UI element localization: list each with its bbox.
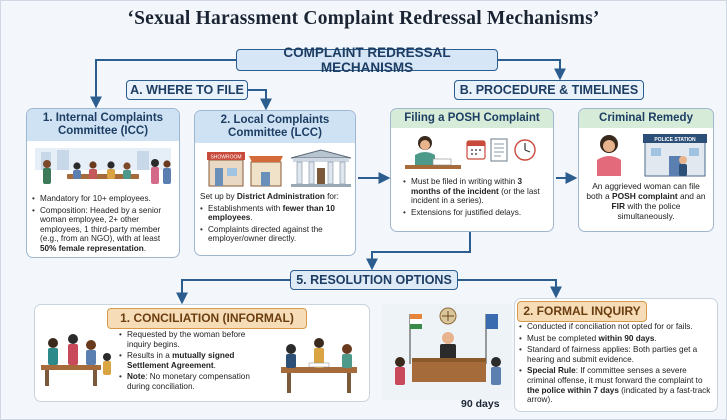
- settlement-meeting-illustration: [281, 338, 357, 393]
- icc-card: 1. Internal Complaints Committee (ICC) M…: [26, 108, 180, 258]
- formal-inquiry-panel: 2. FORMAL INQUIRY Conducted if conciliat…: [514, 298, 718, 412]
- woman-writing-illustration: [405, 136, 536, 169]
- lcc-intro: Set up by District Administration for:: [200, 192, 339, 201]
- formal-inquiry-bullets: Conducted if conciliation not opted for …: [519, 322, 717, 405]
- lcc-bullet: Complaints directed against the employer…: [200, 225, 350, 244]
- formal-inquiry-bullet: Special Rule: If committee senses a seve…: [519, 366, 717, 404]
- shop-icon: [249, 156, 283, 187]
- conciliation-bullet: Requested by the woman before inquiry be…: [119, 330, 267, 349]
- lcc-bullet: Establishments with fewer than 10 employ…: [200, 204, 350, 223]
- clock-icon: [514, 139, 536, 161]
- shop-sign-text: SHOWROOM: [210, 155, 241, 161]
- conciliation-bullet: Results in a mutually signed Settlement …: [119, 351, 267, 370]
- document-icon: [490, 138, 508, 162]
- formal-inquiry-bullet: Conducted if conciliation not opted for …: [519, 322, 717, 332]
- formal-inquiry-bullet: Must be completed within 90 days.: [519, 334, 717, 344]
- filing-bullet: Extensions for justified delays.: [403, 208, 547, 218]
- icc-bullet: Mandatory for 10+ employees.: [32, 194, 174, 204]
- court-icon: [290, 149, 352, 187]
- lcc-title: 2. Local Complaints Committee (LCC): [195, 111, 355, 143]
- arrow-resolution-to-conciliation: [176, 279, 290, 305]
- criminal-remedy-card: Criminal Remedy POLICE STATION An aggrie…: [578, 108, 714, 232]
- arrow-main-to-b: [498, 59, 566, 81]
- filing-title: Filing a POSH Complaint: [391, 109, 553, 128]
- calendar-icon: [466, 140, 486, 160]
- resolution-options-label: 5. RESOLUTION OPTIONS: [290, 270, 458, 290]
- courtroom-illustration: [382, 304, 512, 400]
- police-station-sign-text: POLICE STATION: [654, 137, 696, 143]
- arrow-resolution-to-formal: [458, 279, 562, 299]
- woman-and-police-station-illustration: POLICE STATION: [597, 134, 707, 177]
- conciliation-bullets: Requested by the woman before inquiry be…: [119, 330, 267, 392]
- main-header: COMPLAINT REDRESSAL MECHANISMS: [236, 45, 498, 75]
- conciliation-title: 1. CONCILIATION (INFORMAL): [107, 308, 307, 329]
- shops-and-district-office-illustration: SHOWROOM: [207, 149, 352, 187]
- arrow-a-to-lcc: [248, 89, 272, 111]
- section-b-label: B. PROCEDURE & TIMELINES: [454, 80, 644, 100]
- lcc-card: 2. Local Complaints Committee (LCC) SHOW…: [194, 110, 356, 256]
- conciliation-panel: 1. CONCILIATION (INFORMAL) Requested by …: [34, 304, 370, 402]
- ninety-days-label: 90 days: [461, 398, 500, 410]
- icc-bullet: Composition: Headed by a senior woman em…: [32, 206, 174, 254]
- formal-inquiry-bullet: Standard of fairness applies: Both parti…: [519, 345, 717, 364]
- shop-icon: SHOWROOM: [207, 152, 245, 187]
- police-station-icon: POLICE STATION: [643, 134, 707, 177]
- page-title: ‘Sexual Harassment Complaint Redressal M…: [127, 8, 600, 29]
- scales-emblem-icon: [439, 307, 457, 325]
- filing-card: Filing a POSH Complaint Must be filed in: [390, 108, 554, 232]
- filing-bullet: Must be filed in writing within 3 months…: [403, 177, 547, 206]
- arrow-filing-to-resolution: [366, 232, 471, 271]
- icc-bullets: Mandatory for 10+ employees. Composition…: [32, 194, 174, 254]
- lcc-bullets: Establishments with fewer than 10 employ…: [200, 204, 350, 244]
- office-meeting-illustration: [35, 148, 171, 184]
- section-a-label: A. WHERE TO FILE: [126, 80, 248, 100]
- icc-title: 1. Internal Complaints Committee (ICC): [27, 109, 179, 141]
- arrow-main-to-a: [90, 59, 236, 109]
- filing-bullets: Must be filed in writing within 3 months…: [403, 177, 547, 217]
- criminal-remedy-title: Criminal Remedy: [579, 109, 713, 128]
- group-discussion-illustration: [41, 334, 111, 386]
- formal-inquiry-title: 2. FORMAL INQUIRY: [517, 301, 647, 322]
- conciliation-bullet: Note: No monetary compensation during co…: [119, 372, 267, 391]
- criminal-remedy-text: An aggrieved woman can file both a POSH …: [586, 181, 706, 221]
